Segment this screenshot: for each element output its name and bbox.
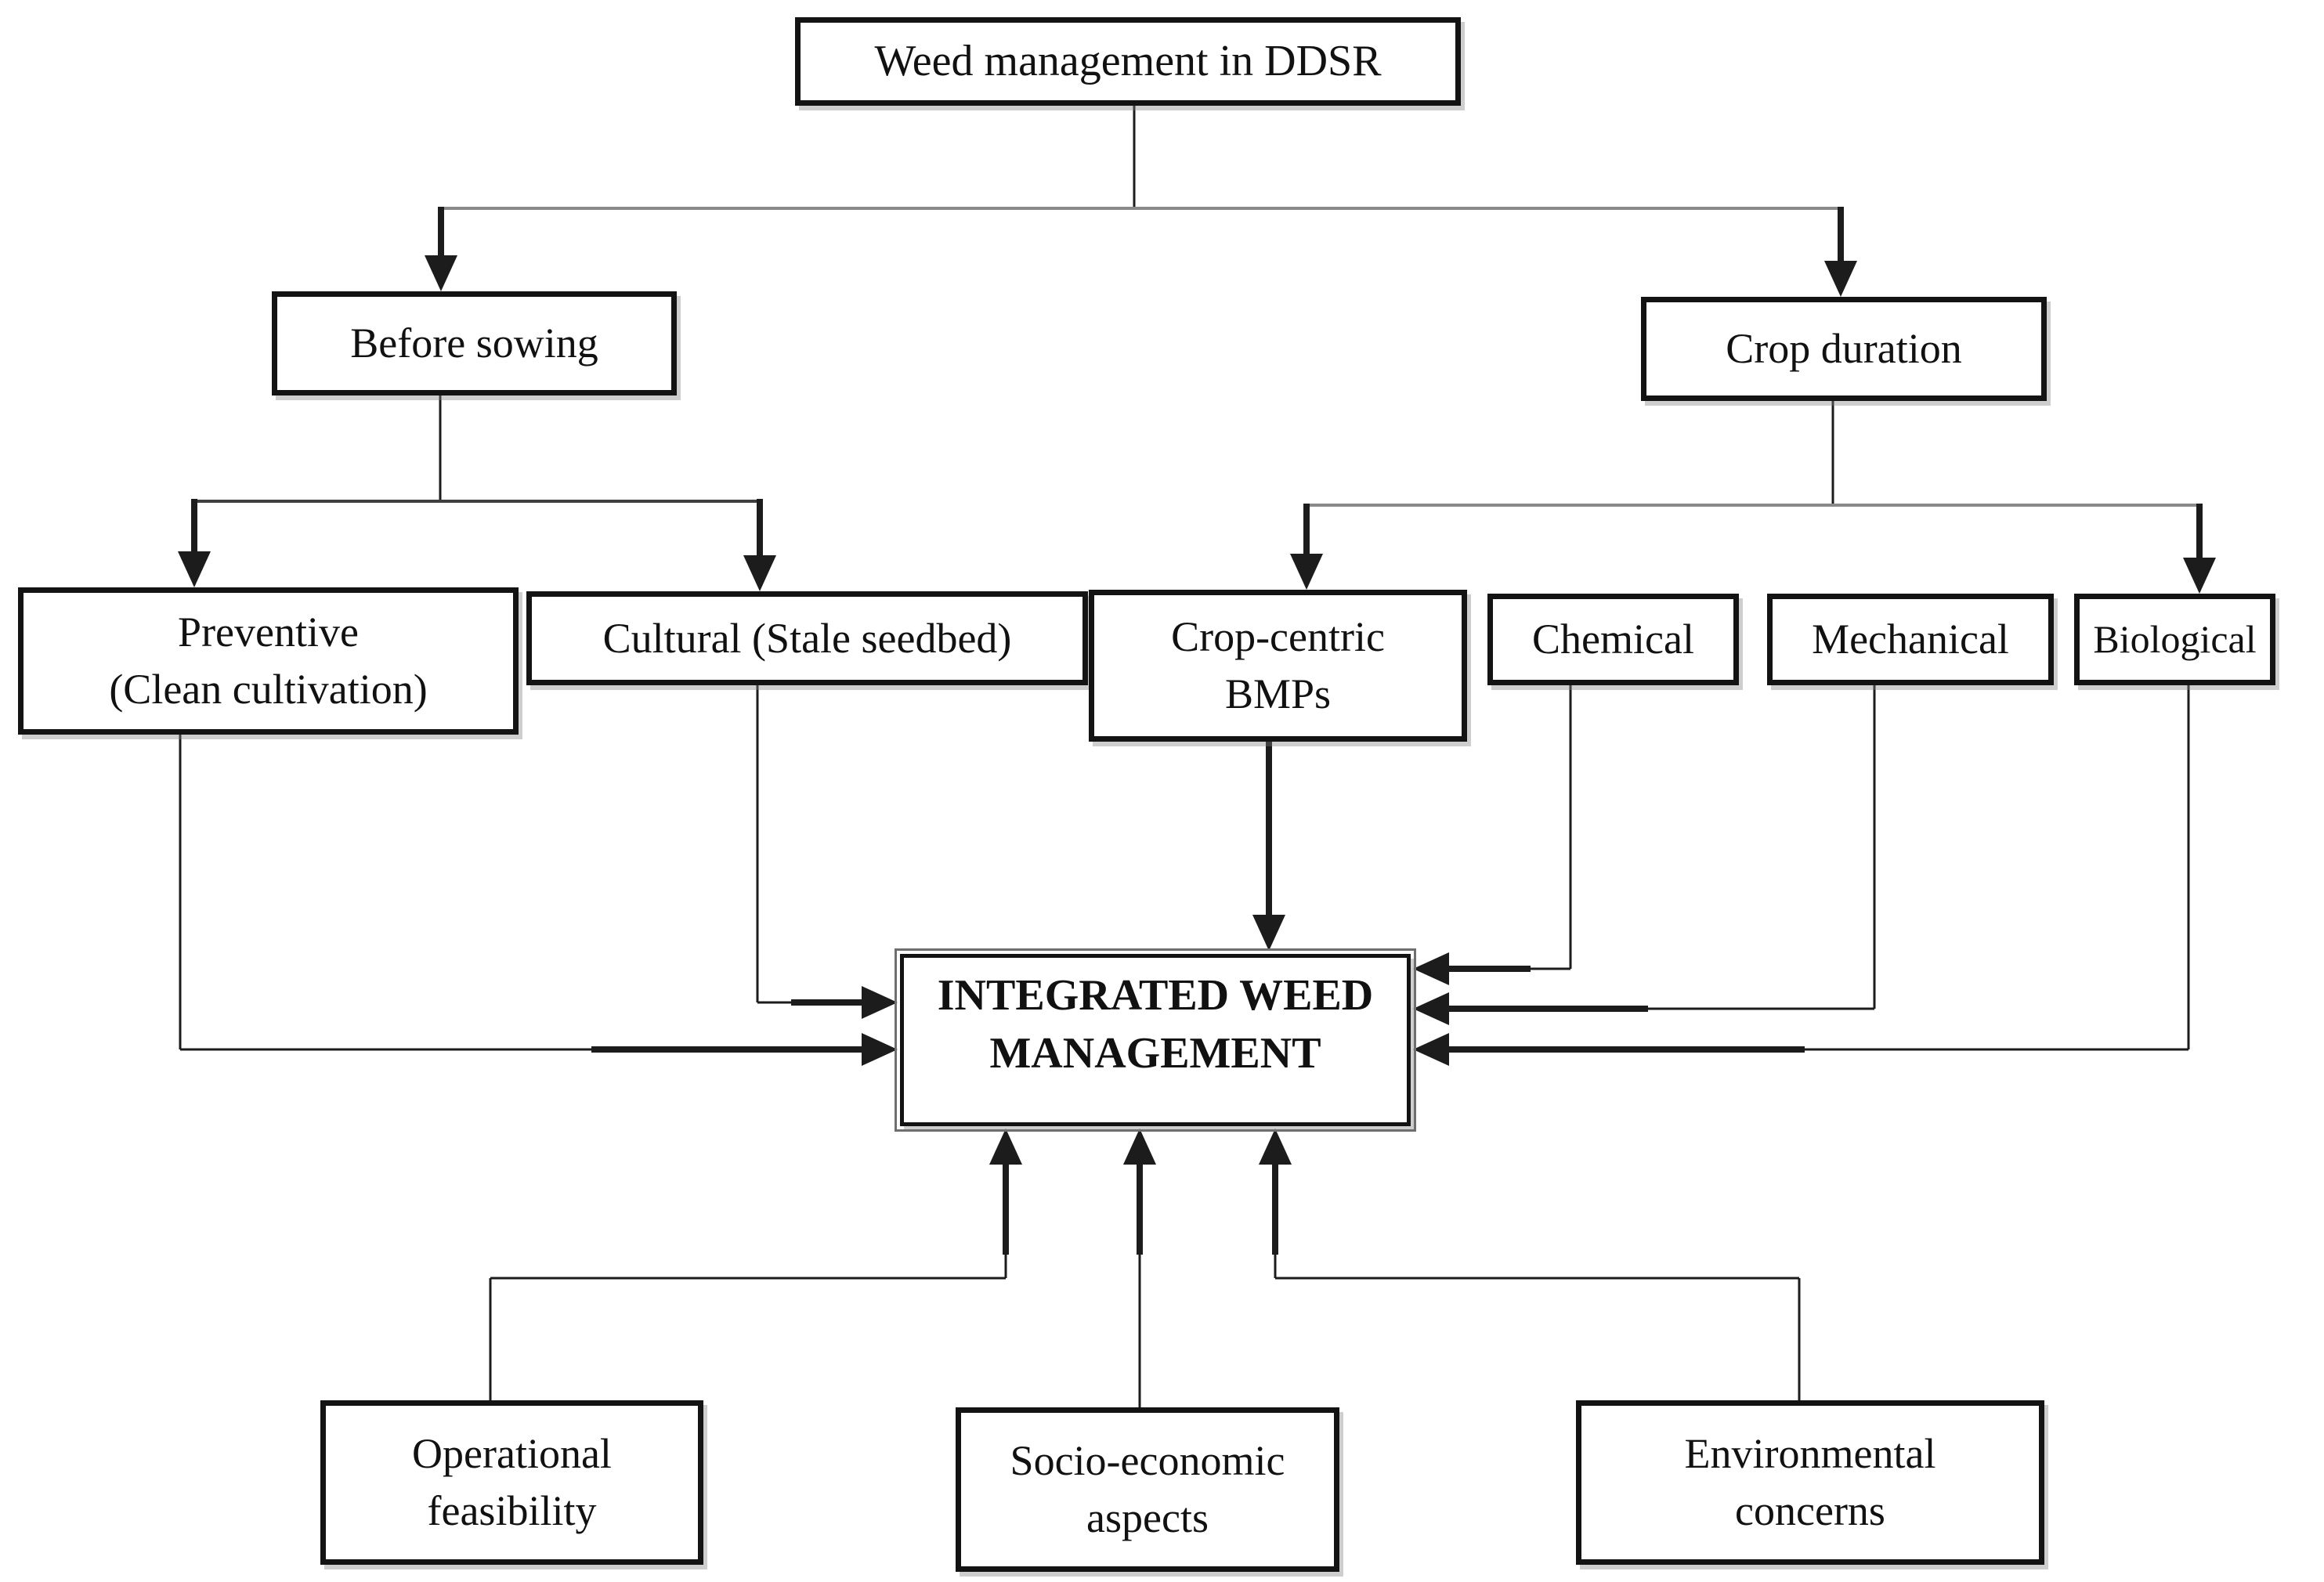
arrow-to-crop-centric-bmps-head bbox=[1290, 554, 1323, 590]
arrow-to-crop-duration-head bbox=[1824, 261, 1857, 297]
node-label: Before sowing bbox=[350, 320, 598, 367]
node-environmental-concerns: Environmental concerns bbox=[1576, 1400, 2044, 1565]
node-socio-economic-aspects: Socio-economic aspects bbox=[956, 1407, 1339, 1572]
arrow-operational-to-iwm-head bbox=[989, 1129, 1022, 1165]
arrow-bmps-to-iwm-head bbox=[1252, 915, 1285, 951]
arrow-chemical-to-iwm-head bbox=[1413, 952, 1449, 985]
node-label-line1: INTEGRATED WEED bbox=[937, 971, 1374, 1020]
node-label: Weed management in DDSR bbox=[874, 36, 1382, 85]
node-label: Mechanical bbox=[1812, 616, 2009, 663]
node-label-line1: Environmental bbox=[1684, 1430, 1936, 1478]
node-biological: Biological bbox=[2074, 594, 2275, 685]
node-label: Chemical bbox=[1532, 616, 1694, 663]
arrow-socio-to-iwm-head bbox=[1123, 1129, 1156, 1165]
node-label-line2: aspects bbox=[1086, 1494, 1209, 1541]
node-mechanical: Mechanical bbox=[1767, 594, 2054, 685]
node-weed-management-in-ddsr: Weed management in DDSR bbox=[795, 17, 1461, 106]
arrow-to-cultural-head bbox=[743, 555, 776, 591]
arrow-to-before-sowing-head bbox=[425, 255, 457, 291]
node-label: Crop duration bbox=[1726, 325, 1962, 373]
node-label-line1: Preventive bbox=[178, 609, 359, 656]
node-label-line1: Crop-centric bbox=[1171, 613, 1385, 661]
arrow-biological-to-iwm-head bbox=[1413, 1033, 1449, 1066]
node-label-line2: BMPs bbox=[1224, 670, 1332, 717]
node-before-sowing: Before sowing bbox=[272, 291, 677, 396]
arrow-preventive-to-iwm-head bbox=[862, 1033, 898, 1066]
node-label-line2: MANAGEMENT bbox=[989, 1029, 1321, 1078]
node-label-line1: Socio-economic bbox=[1010, 1437, 1285, 1485]
node-preventive-clean-cultivation: Preventive (Clean cultivation) bbox=[18, 587, 519, 735]
node-label-line1: Operational bbox=[412, 1430, 612, 1478]
arrow-cultural-to-iwm-head bbox=[862, 986, 898, 1019]
node-cultural-stale-seedbed: Cultural (Stale seedbed) bbox=[526, 591, 1088, 685]
node-operational-feasibility: Operational feasibility bbox=[320, 1400, 703, 1565]
node-label: Biological bbox=[2093, 616, 2257, 661]
node-label-line2: feasibility bbox=[427, 1487, 597, 1534]
node-label-line2: concerns bbox=[1735, 1487, 1885, 1534]
arrow-to-biological-head bbox=[2183, 558, 2216, 594]
arrow-environment-to-iwm-head bbox=[1259, 1129, 1292, 1165]
arrow-to-preventive-head bbox=[178, 551, 211, 587]
node-integrated-weed-management: INTEGRATED WEED MANAGEMENT bbox=[895, 948, 1416, 1132]
node-crop-centric-bmps: Crop-centric BMPs bbox=[1089, 590, 1467, 742]
node-label-line2: (Clean cultivation) bbox=[109, 666, 428, 713]
node-chemical: Chemical bbox=[1487, 594, 1739, 685]
node-label: Cultural (Stale seedbed) bbox=[602, 614, 1012, 662]
node-crop-duration: Crop duration bbox=[1641, 297, 2047, 401]
arrow-mechanical-to-iwm-head bbox=[1413, 992, 1449, 1025]
